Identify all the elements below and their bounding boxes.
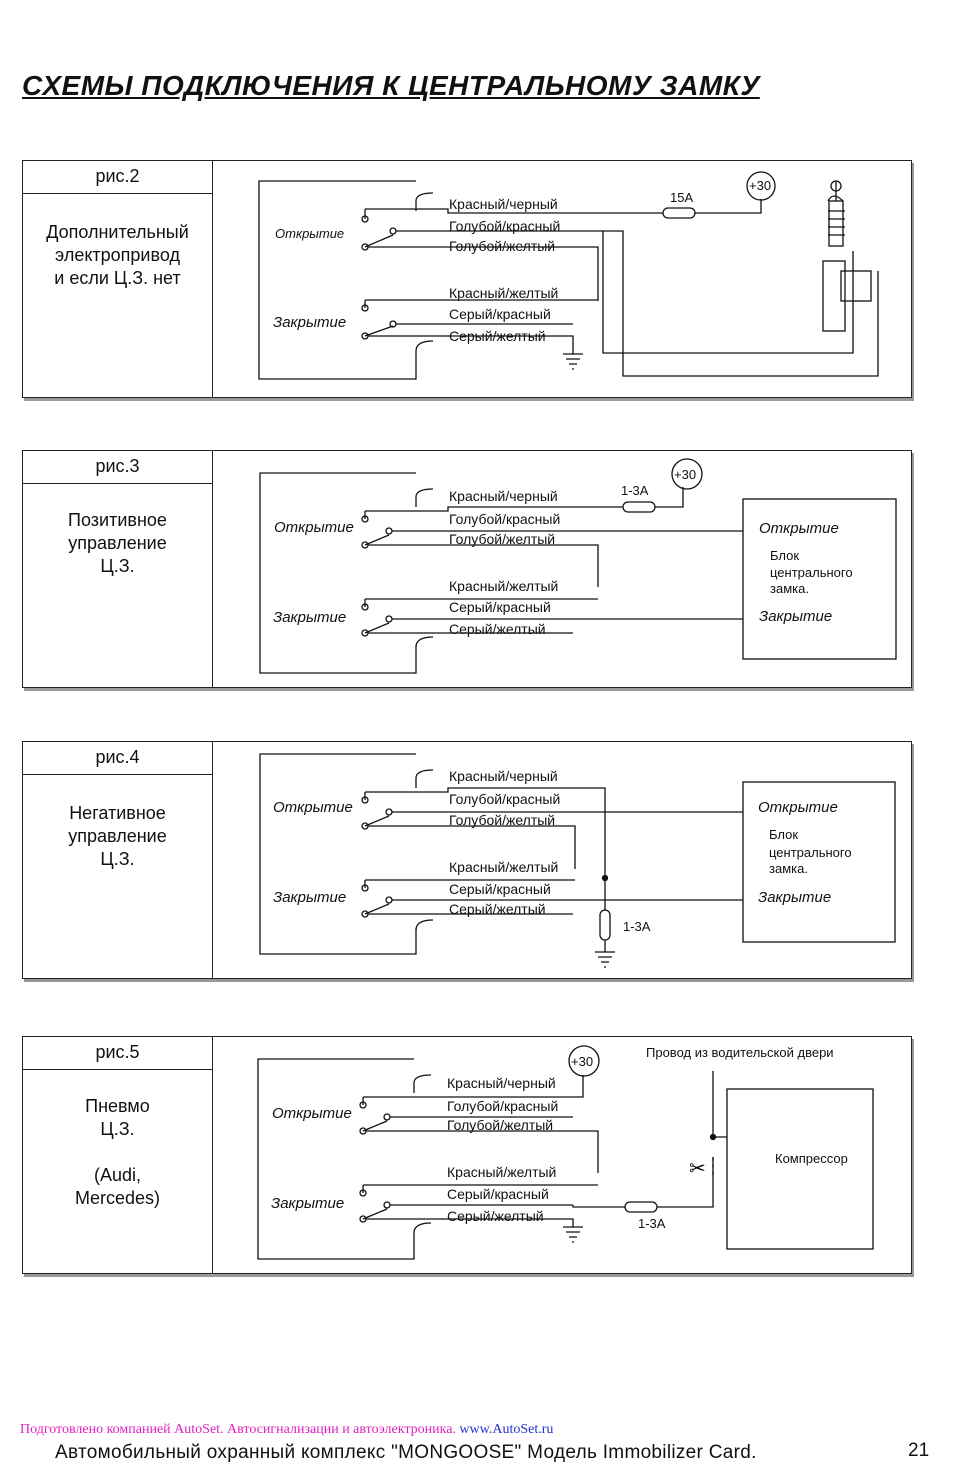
block-open-label: Открытие — [759, 520, 839, 537]
credit-line: Подготовлено компанией AutoSet. Автосигн… — [20, 1422, 553, 1438]
product-footer: Автомобильный охранный комплекс "MONGOOS… — [55, 1442, 757, 1463]
relay-close-label: Закрытие — [273, 609, 346, 626]
wire-label: Серый/красный — [449, 881, 551, 897]
wire-label: Голубой/желтый — [449, 812, 555, 828]
block-close-label: Закрытие — [759, 608, 832, 625]
wire-label: Серый/желтый — [449, 901, 546, 917]
wire-label: Красный/желтый — [449, 285, 558, 301]
relay-close-label: Закрытие — [273, 314, 346, 331]
wiring-diagram-5: ✂ Красный/черный Голубой/красный Голубой… — [257, 1045, 874, 1260]
relay-open-label: Открытие — [272, 1105, 352, 1122]
wire-label: Голубой/желтый — [449, 238, 555, 254]
relay-open-label: Открытие — [274, 519, 354, 536]
plus30-label: +30 — [674, 467, 696, 482]
wire-label: Красный/желтый — [449, 578, 558, 594]
figure-number: рис.5 — [23, 1037, 212, 1070]
block-open-label: Открытие — [758, 799, 838, 816]
wiring-diagram-3: Красный/черный Голубой/красный Голубой/ж… — [259, 458, 897, 674]
figure-5-caption: рис.5 Пневмо Ц.З. (Audi, Mercedes) — [23, 1037, 213, 1273]
figure-description: Дополнительный электропривод и если Ц.З.… — [46, 222, 189, 288]
credit-text: Подготовлено компанией AutoSet. Автосигн… — [20, 1422, 456, 1437]
wiring-diagram-2: Красный/черный Голубой/красный Голубой/ж… — [258, 171, 879, 380]
wire-label: Красный/черный — [449, 196, 558, 212]
figure-number: рис.2 — [23, 161, 212, 194]
figure-2-caption: рис.2 Дополнительный электропривод и есл… — [23, 161, 213, 397]
figure-2: рис.2 Дополнительный электропривод и есл… — [22, 160, 912, 398]
wire-label: Голубой/красный — [449, 511, 560, 527]
figure-3: рис.3 Позитивное управление Ц.З. — [22, 450, 912, 688]
relay-close-label: Закрытие — [271, 1195, 344, 1212]
compressor-label: Компрессор — [775, 1151, 848, 1166]
wire-label: Голубой/желтый — [449, 531, 555, 547]
figure-description: Позитивное управление Ц.З. — [68, 510, 167, 576]
wire-label: Голубой/красный — [447, 1098, 558, 1114]
wire-label: Красный/черный — [447, 1075, 556, 1091]
figure-number: рис.4 — [23, 742, 212, 775]
figure-description: Негативное управление Ц.З. — [68, 803, 167, 869]
relay-close-label: Закрытие — [273, 889, 346, 906]
wire-label: Серый/желтый — [449, 621, 546, 637]
block-name-line: Блок — [770, 548, 799, 563]
block-name-line: замка. — [770, 581, 809, 596]
wire-label: Красный/желтый — [449, 859, 558, 875]
block-close-label: Закрытие — [758, 889, 831, 906]
figure-3-caption: рис.3 Позитивное управление Ц.З. — [23, 451, 213, 687]
wire-label: Красный/черный — [449, 768, 558, 784]
block-name-line: замка. — [769, 861, 808, 876]
wire-label: Серый/желтый — [447, 1208, 544, 1224]
page-title: СХЕМЫ ПОДКЛЮЧЕНИЯ К ЦЕНТРАЛЬНОМУ ЗАМКУ — [22, 70, 760, 101]
wiring-diagram-4: Красный/черный Голубой/красный Голубой/ж… — [259, 753, 896, 968]
driver-wire-label: Провод из водительской двери — [646, 1045, 834, 1060]
plus30-label: +30 — [571, 1054, 593, 1069]
wire-label: Голубой/красный — [449, 218, 560, 234]
fuse-label: 1-3A — [638, 1216, 666, 1231]
wire-label: Красный/черный — [449, 488, 558, 504]
figure-5: рис.5 Пневмо Ц.З. (Audi, Mercedes) — [22, 1036, 912, 1274]
relay-open-label: Открытие — [273, 799, 353, 816]
block-name-line: центрального — [770, 565, 853, 580]
page-number: 21 — [908, 1440, 930, 1461]
fuse-label: 1-3A — [621, 483, 649, 498]
wire-label: Серый/красный — [447, 1186, 549, 1202]
figure-number: рис.3 — [23, 451, 212, 484]
fuse-label: 1-3A — [623, 919, 651, 934]
block-name-line: центрального — [769, 845, 852, 860]
figure-description: Пневмо Ц.З. (Audi, Mercedes) — [74, 1096, 161, 1208]
plus30-label: +30 — [749, 178, 771, 193]
wire-label: Красный/желтый — [447, 1164, 556, 1180]
scissors-icon: ✂ — [689, 1158, 706, 1180]
wire-label: Серый/желтый — [449, 328, 546, 344]
fuse-label: 15A — [670, 190, 693, 205]
wire-label: Голубой/красный — [449, 791, 560, 807]
wire-label: Серый/красный — [449, 599, 551, 615]
block-name-line: Блок — [769, 827, 798, 842]
figure-4: рис.4 Негативное управление Ц.З. — [22, 741, 912, 979]
credit-url[interactable]: www.AutoSet.ru — [459, 1422, 554, 1437]
figure-4-caption: рис.4 Негативное управление Ц.З. — [23, 742, 213, 978]
wire-label: Голубой/желтый — [447, 1117, 553, 1133]
relay-open-label: Открытие — [275, 226, 344, 241]
wire-label: Серый/красный — [449, 306, 551, 322]
